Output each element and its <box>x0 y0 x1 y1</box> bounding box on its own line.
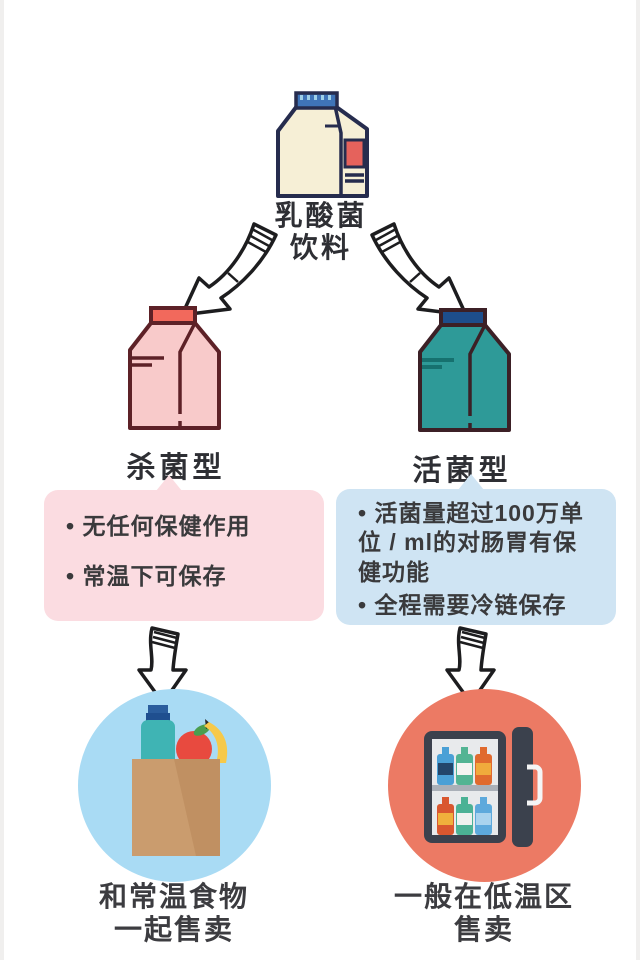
branch-arrow-right-icon <box>370 222 468 317</box>
info-item: 全程需要冷链保存 <box>358 591 596 620</box>
down-arrow-right-icon <box>445 626 496 705</box>
root-title-line2: 饮料 <box>289 232 352 264</box>
fridge-bottles-top <box>437 747 492 785</box>
result-line: 和常温食物 <box>98 881 249 912</box>
info-box-sterilized: 无任何保健作用 常温下可保存 <box>44 475 324 621</box>
root-title-line1: 乳酸菌 <box>274 200 368 231</box>
info-item: 常温下可保存 <box>66 562 304 591</box>
sterilized-carton-icon <box>128 306 221 430</box>
info-item: 无任何保健作用 <box>66 512 304 541</box>
root-title: 乳酸菌 饮料 <box>221 200 421 264</box>
info-box-live-list: 活菌量超过100万单位 / ml的对肠胃有保健功能 全程需要冷链保存 <box>358 499 596 621</box>
result-line: 一般在低温区 <box>393 881 574 912</box>
fridge-icon <box>424 727 543 847</box>
info-box-sterilized-list: 无任何保健作用 常温下可保存 <box>66 512 304 592</box>
info-box-sterilized-tail <box>156 475 182 491</box>
live-carton-icon <box>418 308 511 432</box>
fridge-bottles-bottom <box>437 797 492 835</box>
root-milk-carton-icon <box>276 91 369 198</box>
result-line: 一起售卖 <box>113 914 234 946</box>
branch-arrow-left-icon <box>180 222 278 317</box>
info-item: 活菌量超过100万单位 / ml的对肠胃有保健功能 <box>358 499 596 587</box>
result-label-room-temp: 和常温食物 一起售卖 <box>44 880 304 946</box>
result-label-cold-zone: 一般在低温区 售卖 <box>354 880 614 946</box>
grocery-bag-icon <box>132 705 228 856</box>
down-arrow-left-icon <box>137 626 188 705</box>
info-box-live-tail <box>458 474 484 490</box>
result-line: 售卖 <box>453 914 514 946</box>
info-box-live: 活菌量超过100万单位 / ml的对肠胃有保健功能 全程需要冷链保存 <box>336 474 616 625</box>
